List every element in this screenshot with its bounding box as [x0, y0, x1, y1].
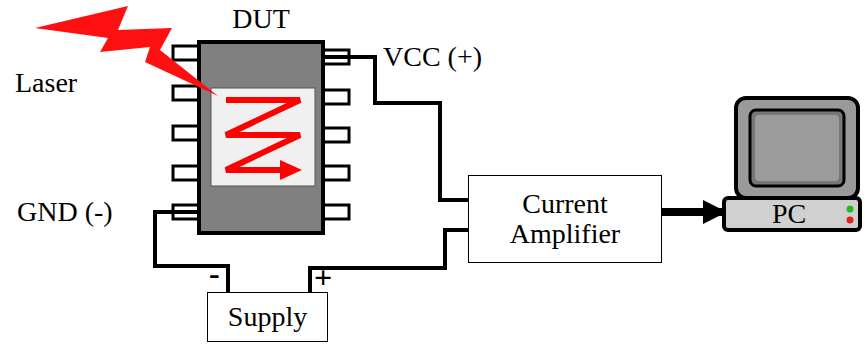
- wire: [310, 230, 468, 292]
- box-label: Current Amplifier: [477, 189, 653, 249]
- pc-computer: PC: [722, 95, 862, 232]
- pc-name: PC: [772, 199, 806, 229]
- supply-box: Supply: [207, 292, 328, 342]
- polarity-sign: +: [314, 262, 332, 292]
- wire: [325, 57, 468, 200]
- signal-label: VCC (+): [383, 42, 482, 72]
- chip-name: DUT: [191, 4, 331, 34]
- box-label: Supply: [228, 302, 307, 332]
- signal-label: GND (-): [17, 197, 113, 227]
- signal-label: Laser: [15, 68, 77, 98]
- amplifier-box: Current Amplifier: [468, 175, 662, 263]
- data-arrow: [662, 208, 722, 216]
- dut-chip: DUT: [197, 40, 325, 235]
- polarity-sign: -: [209, 258, 220, 288]
